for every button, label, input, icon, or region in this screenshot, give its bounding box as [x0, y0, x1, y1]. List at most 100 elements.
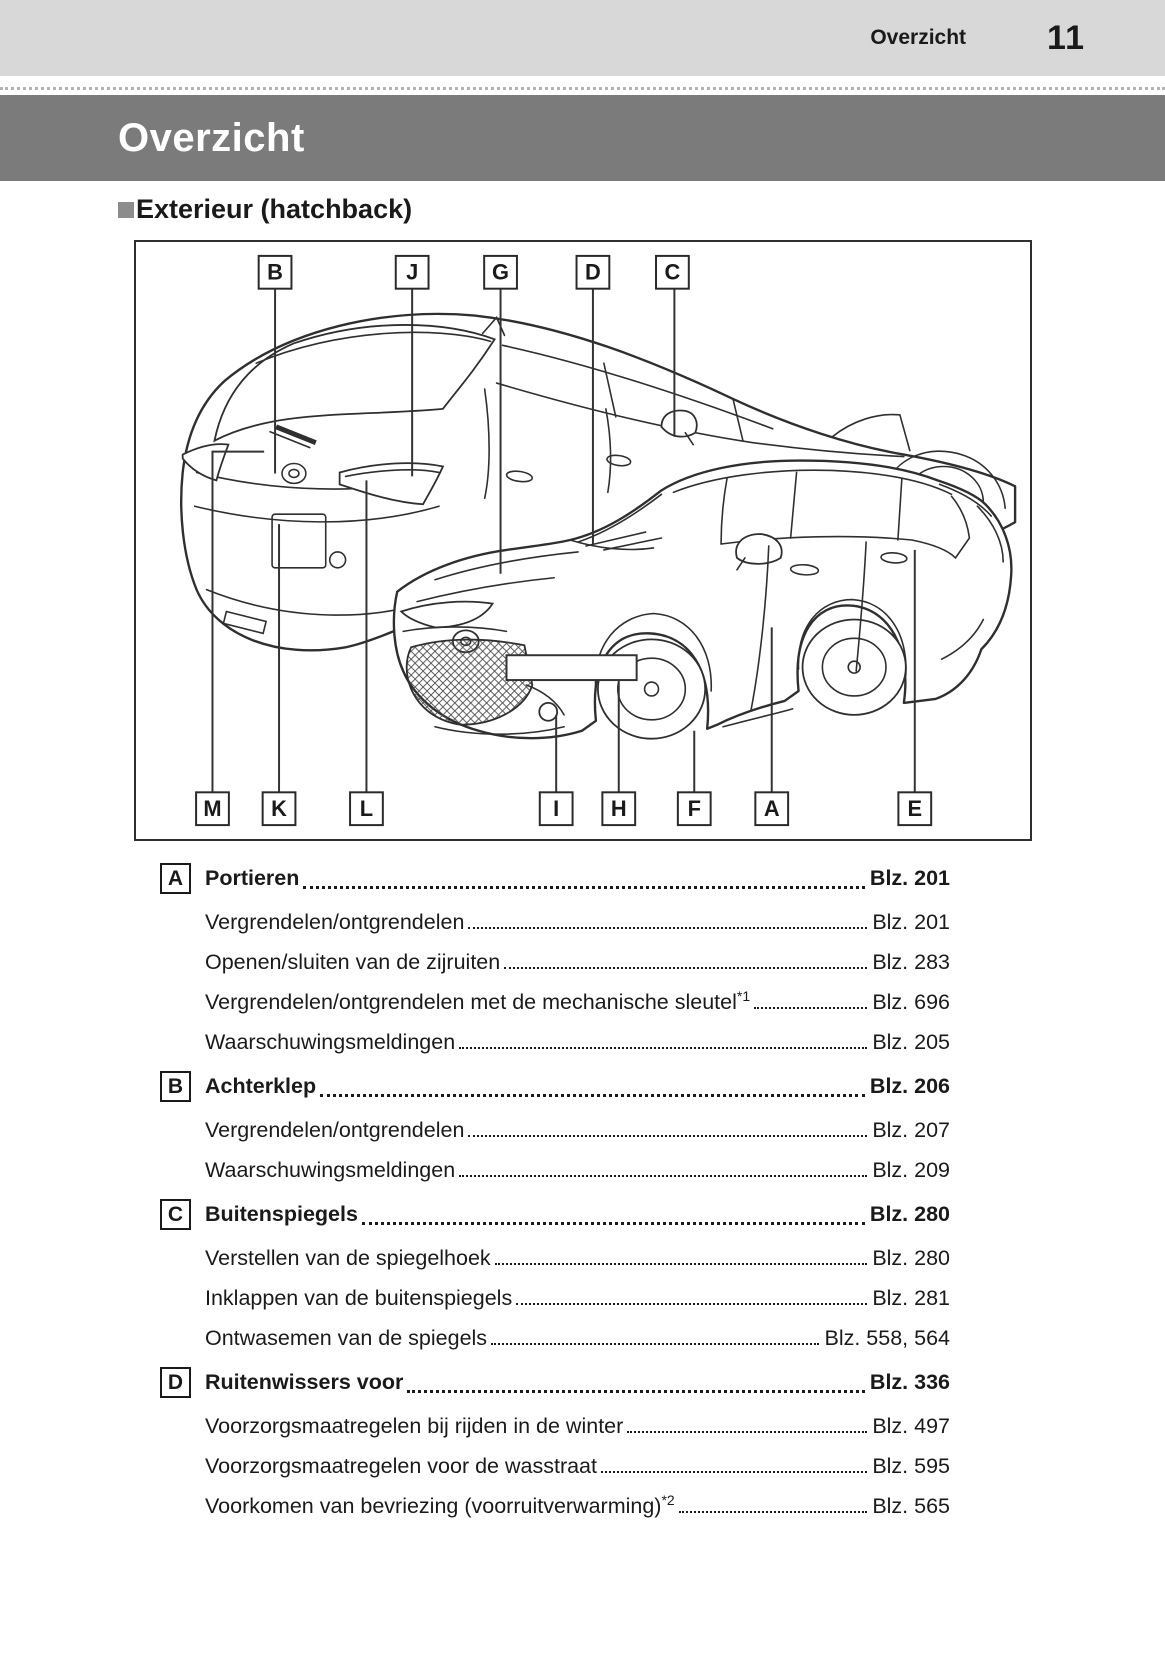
svg-text:D: D — [585, 260, 601, 285]
dotted-leader — [407, 1390, 865, 1393]
page-reference: Blz. 336 — [869, 1370, 950, 1394]
page-reference: Blz. 558, 564 — [824, 1326, 950, 1350]
svg-text:K: K — [271, 796, 287, 821]
toc-item-label: Voorzorgsmaatregelen bij rijden in de wi… — [205, 1414, 624, 1438]
callout-label: M — [195, 791, 230, 827]
exterior-index-list: A Portieren Blz. 201 Vergrendelen/ontgre… — [160, 863, 950, 1518]
dotted-leader — [601, 1471, 868, 1473]
toc-item-row: Waarschuwingsmeldingen Blz. 205 — [160, 1031, 950, 1054]
svg-text:J: J — [406, 260, 418, 285]
dotted-leader — [504, 967, 868, 969]
toc-item-label: Vergrendelen/ontgrendelen met de mechani… — [205, 987, 751, 1014]
toc-section-row: D Ruitenwissers voor Blz. 336 — [160, 1367, 950, 1398]
page-reference: Blz. 280 — [869, 1202, 950, 1226]
footnote-marker: *2 — [661, 1491, 675, 1508]
page-reference: Blz. 209 — [872, 1158, 950, 1182]
toc-item-row: Openen/sluiten van de zijruiten Blz. 283 — [160, 951, 950, 974]
toc-item-row: Verstellen van de spiegelhoek Blz. 280 — [160, 1247, 950, 1270]
chapter-banner-title: Overzicht — [118, 115, 305, 160]
toc-item-label: Waarschuwingsmeldingen — [205, 1030, 456, 1054]
toc-item-label: Vergrendelen/ontgrendelen — [205, 910, 465, 934]
section-letter-box: A — [160, 863, 191, 894]
page-reference: Blz. 565 — [872, 1494, 950, 1518]
page-number: 11 — [1047, 18, 1085, 57]
callout-label: C — [655, 254, 690, 290]
toc-item-row: Voorzorgsmaatregelen bij rijden in de wi… — [160, 1415, 950, 1438]
svg-text:C: C — [665, 260, 681, 285]
toc-item-label: Voorzorgsmaatregelen voor de wasstraat — [205, 1454, 597, 1478]
section-letter-box: D — [160, 1367, 191, 1398]
dotted-leader — [627, 1431, 868, 1433]
dotted-leader — [303, 886, 865, 889]
toc-item-row: Voorkomen van bevriezing (voorruitverwar… — [160, 1491, 950, 1518]
callout-label: L — [349, 791, 384, 827]
callout-label: I — [538, 791, 574, 827]
section-letter-box: C — [160, 1199, 191, 1230]
svg-text:G: G — [492, 260, 509, 285]
toc-section-row: A Portieren Blz. 201 — [160, 863, 950, 894]
callout-label: H — [601, 791, 637, 827]
page-header-band: Overzicht 11 — [0, 0, 1165, 76]
callout-label: B — [257, 254, 293, 290]
dotted-leader — [459, 1175, 868, 1177]
section-letter-box: B — [160, 1071, 191, 1102]
dotted-leader — [459, 1047, 868, 1049]
callout-label: J — [394, 254, 430, 290]
toc-item-row: Voorzorgsmaatregelen voor de wasstraat B… — [160, 1455, 950, 1478]
exterior-diagram-figure: B J G D C M K L — [134, 240, 1032, 841]
svg-text:H: H — [611, 796, 627, 821]
dotted-leader — [468, 927, 868, 929]
toc-item-row: Ontwasemen van de spiegels Blz. 558, 564 — [160, 1327, 950, 1350]
chapter-banner: Overzicht — [0, 95, 1165, 181]
page-reference: Blz. 595 — [872, 1454, 950, 1478]
dotted-divider — [0, 87, 1165, 90]
dotted-leader — [361, 1222, 865, 1225]
callout-label: F — [676, 791, 712, 827]
dotted-leader — [754, 1007, 868, 1009]
callout-label: D — [575, 254, 611, 290]
callout-labels: B J G D C M K L — [195, 254, 933, 827]
dotted-leader — [516, 1303, 868, 1305]
toc-section-row: B Achterklep Blz. 206 — [160, 1071, 950, 1102]
toc-section-title: Portieren — [205, 866, 300, 890]
page-reference: Blz. 207 — [872, 1118, 950, 1142]
section-heading-label: Exterieur (hatchback) — [136, 194, 413, 224]
page-reference: Blz. 281 — [872, 1286, 950, 1310]
callout-label: A — [754, 791, 790, 827]
toc-item-label: Waarschuwingsmeldingen — [205, 1158, 456, 1182]
page-reference: Blz. 280 — [872, 1246, 950, 1270]
section-heading: Exterieur (hatchback) — [118, 194, 1165, 225]
toc-item-label: Ontwasemen van de spiegels — [205, 1326, 488, 1350]
toc-item-row: Vergrendelen/ontgrendelen Blz. 207 — [160, 1119, 950, 1142]
toc-section-title: Ruitenwissers voor — [205, 1370, 404, 1394]
page-reference: Blz. 201 — [872, 910, 950, 934]
square-bullet-icon — [118, 201, 134, 218]
dotted-leader — [678, 1511, 868, 1513]
callout-label: G — [483, 254, 518, 290]
svg-text:F: F — [688, 796, 701, 821]
svg-text:B: B — [267, 260, 283, 285]
car-rear-view-illustration — [180, 312, 1017, 652]
page-reference: Blz. 206 — [869, 1074, 950, 1098]
chapter-label: Overzicht — [870, 26, 967, 49]
dotted-leader — [320, 1094, 865, 1097]
toc-item-row: Vergrendelen/ontgrendelen Blz. 201 — [160, 911, 950, 934]
callout-label: E — [897, 791, 933, 827]
toc-section-title: Buitenspiegels — [205, 1202, 358, 1226]
page-reference: Blz. 205 — [872, 1030, 950, 1054]
svg-text:L: L — [360, 796, 373, 821]
dotted-leader — [491, 1343, 820, 1345]
toc-item-row: Inklappen van de buitenspiegels Blz. 281 — [160, 1287, 950, 1310]
dotted-leader — [468, 1135, 868, 1137]
toc-item-row: Waarschuwingsmeldingen Blz. 209 — [160, 1159, 950, 1182]
toc-item-label: Vergrendelen/ontgrendelen — [205, 1118, 465, 1142]
svg-text:E: E — [907, 796, 922, 821]
car-front-view-illustration — [392, 459, 1013, 740]
svg-text:A: A — [764, 796, 780, 821]
page-reference: Blz. 696 — [872, 990, 950, 1014]
toc-item-row: Vergrendelen/ontgrendelen met de mechani… — [160, 987, 950, 1014]
toc-item-label: Verstellen van de spiegelhoek — [205, 1246, 491, 1270]
footnote-marker: *1 — [736, 987, 751, 1004]
toc-item-label: Inklappen van de buitenspiegels — [205, 1286, 513, 1310]
dotted-leader — [494, 1263, 868, 1265]
